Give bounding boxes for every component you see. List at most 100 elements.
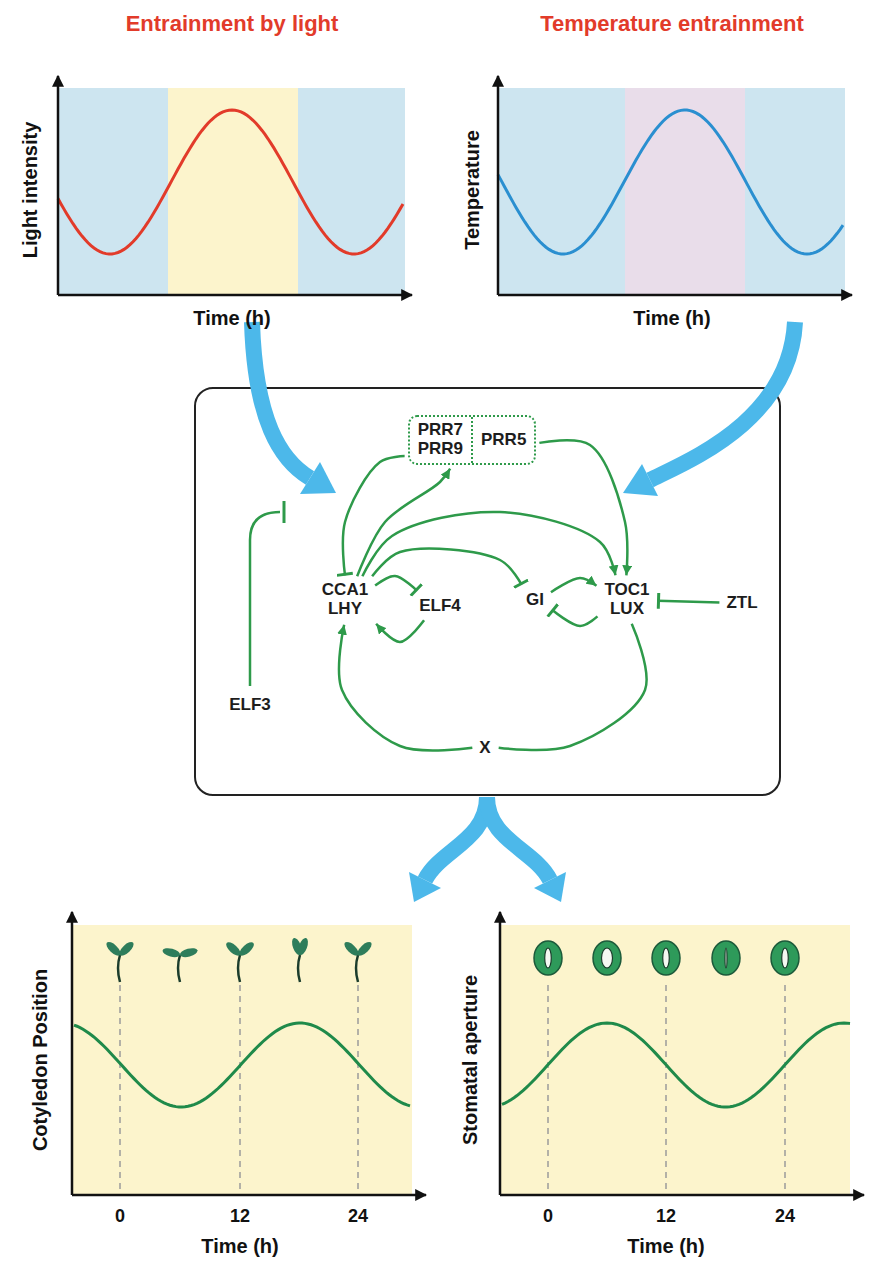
day-band (168, 88, 298, 295)
chart-title: Temperature entrainment (540, 11, 804, 37)
tick-label: 24 (348, 1206, 368, 1227)
rhythm-curve (58, 110, 403, 254)
seedling-stem (238, 955, 240, 982)
inhibition-line (250, 512, 280, 686)
seedling-stem (298, 955, 300, 982)
rhythm-curves (58, 110, 850, 1107)
guard-cells (652, 941, 680, 975)
cotyledon (355, 940, 374, 958)
night-band (298, 88, 405, 295)
chart-title: Entrainment by light (126, 11, 339, 37)
output-arrow (487, 797, 550, 880)
seedling-stem (356, 955, 358, 982)
guard-cells (712, 941, 740, 975)
axis-title: Stomatal aperture (459, 975, 482, 1145)
stoma-icon (771, 941, 799, 975)
stoma-icon (534, 941, 562, 975)
tick-guides (120, 985, 785, 1195)
axis-title: Temperature (461, 130, 484, 250)
gene-label: TOC1 LUX (600, 579, 653, 620)
tick-guide (547, 985, 549, 1195)
cotyledon (104, 940, 123, 958)
seedling-stem (178, 955, 180, 982)
flow-arrowheads (300, 462, 658, 902)
inhibition-bar (283, 501, 286, 523)
cotyledon (296, 937, 310, 957)
x-axis (500, 1194, 864, 1197)
seedling-icon (224, 940, 256, 982)
plot-ground (72, 925, 412, 1195)
axis-title: Time (h) (193, 307, 270, 330)
axis-title: Light intensity (19, 122, 42, 259)
stoma-icon (652, 941, 680, 975)
flow-arrows (252, 322, 795, 880)
regulation-connector (658, 601, 720, 603)
tick-label: 12 (230, 1206, 250, 1227)
tick-guide (119, 985, 121, 1195)
arrowhead (534, 872, 566, 902)
cotyledon (162, 946, 181, 958)
seedling-icon (290, 937, 310, 982)
cotyledon (237, 940, 256, 958)
input-arrow (650, 322, 795, 480)
node-text: ELF4 (415, 595, 465, 618)
x-axis (498, 294, 852, 297)
regulation-connector (499, 624, 647, 750)
regulation-connector (552, 610, 598, 626)
node-text: ELF3 (225, 694, 275, 717)
stoma-icon (712, 941, 740, 975)
node-text: TOC1 LUX (600, 579, 653, 620)
night-band (58, 88, 168, 295)
gene-label: GI (522, 589, 548, 612)
arrowhead (300, 462, 336, 494)
y-axis (499, 912, 502, 1195)
rhythm-curve (502, 1023, 850, 1107)
cool-band (498, 88, 625, 295)
tick-guide (239, 985, 241, 1195)
cool-band (745, 88, 845, 295)
node-text: GI (522, 589, 548, 612)
node-text: ZTL (722, 592, 761, 615)
tick-guide (357, 985, 359, 1195)
y-axis (497, 76, 500, 295)
x-axis (58, 294, 412, 297)
axes (58, 76, 864, 1195)
node-text: X (475, 737, 494, 760)
cotyledon (117, 940, 136, 958)
output-arrow (425, 797, 487, 880)
guard-cells (593, 941, 621, 975)
gene-label: ELF3 (225, 694, 275, 717)
regulation-connector (362, 512, 615, 576)
tick-label: 24 (775, 1206, 795, 1227)
stomatal-pore (545, 948, 552, 968)
arrowhead (623, 464, 658, 496)
guard-cells (534, 941, 562, 975)
tick-label: 12 (656, 1206, 676, 1227)
regulation-connector (539, 440, 627, 575)
cotyledon (179, 946, 198, 958)
y-axis (71, 912, 74, 1195)
guard-cells (771, 941, 799, 975)
node-text: PRR5 (473, 427, 534, 454)
node-text: PRR7 PRR9 (410, 417, 473, 462)
stomatal-pore (663, 948, 670, 968)
axis-title: Time (h) (633, 307, 710, 330)
gene-label: CCA1 LHY (318, 579, 372, 620)
stomatal-pore (602, 948, 613, 968)
regulation-connector (372, 549, 521, 585)
cotyledon (224, 940, 243, 958)
axis-title: Cotyledon Position (29, 969, 52, 1151)
regulation-connector (551, 578, 597, 592)
rhythm-curve (74, 1023, 410, 1107)
tick-label: 0 (543, 1206, 553, 1227)
seedling-icon (162, 946, 199, 982)
arrowhead (409, 872, 441, 902)
warm-band (625, 88, 745, 295)
axis-title: Time (h) (201, 1235, 278, 1258)
rhythm-curve (498, 110, 843, 254)
gene-group-box: PRR7 PRR9PRR5 (408, 415, 537, 464)
